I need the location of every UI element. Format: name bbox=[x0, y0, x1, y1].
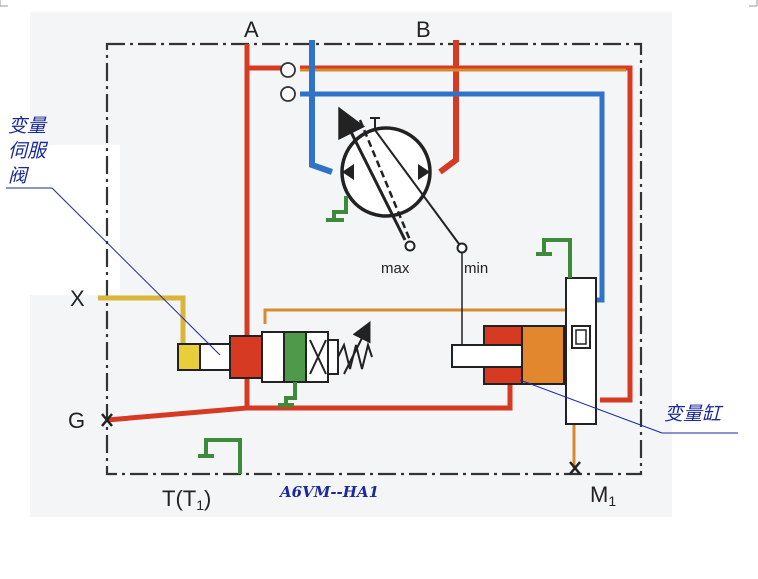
cylinder-drain-green bbox=[542, 238, 572, 278]
servo-valve-cross bbox=[309, 339, 327, 375]
servo-valve-spool-b bbox=[283, 331, 307, 383]
port-m1-label: M1 bbox=[590, 482, 616, 509]
spring-adjust-arrow bbox=[343, 321, 371, 375]
servo-valve-body-left bbox=[199, 343, 231, 371]
lever-pivot-max bbox=[404, 240, 416, 252]
servo-valve-body-red bbox=[229, 335, 263, 379]
lever-pivot-min bbox=[456, 242, 468, 254]
cylinder-piston bbox=[521, 325, 565, 385]
variable-displacement-arrow bbox=[338, 106, 407, 241]
port-t-main: T(T bbox=[162, 486, 196, 511]
motor-drain-t-symbol bbox=[370, 117, 380, 130]
cylinder-label: 变量缸 bbox=[664, 403, 724, 425]
cylinder-end-block bbox=[565, 277, 597, 425]
servo-valve-label-line1: 变量 bbox=[8, 115, 48, 137]
servo-spring bbox=[337, 341, 373, 370]
servo-valve-spool-a bbox=[261, 331, 285, 383]
port-t-subscript: 1 bbox=[196, 497, 204, 513]
servo-drain-green bbox=[284, 382, 297, 406]
cylinder-rod bbox=[451, 344, 523, 368]
swashplate-dashed-link bbox=[358, 119, 414, 246]
min-label: min bbox=[464, 260, 488, 277]
motor-arrow-left bbox=[342, 164, 354, 180]
port-m-subscript: 1 bbox=[608, 493, 616, 509]
port-t-close: ) bbox=[204, 486, 211, 511]
corner-mark-right bbox=[749, 0, 758, 7]
corner-mark-left bbox=[0, 0, 8, 7]
red-pressure-line-b bbox=[438, 40, 459, 175]
cylinder-leader bbox=[519, 379, 663, 434]
port-t-label: T(T1) bbox=[162, 486, 211, 513]
servo-valve-label-line3: 阀 bbox=[8, 165, 30, 187]
port-x-label: X bbox=[70, 286, 85, 311]
check-valve-2 bbox=[280, 86, 296, 102]
port-m-main: M bbox=[590, 482, 608, 507]
port-m1-cross-icon bbox=[569, 461, 581, 475]
check-valve-1 bbox=[280, 62, 296, 78]
port-g-cross-icon bbox=[101, 413, 113, 427]
cylinder-check-valve-inner bbox=[575, 329, 587, 345]
max-label: max bbox=[381, 260, 410, 277]
white-mask bbox=[30, 145, 120, 295]
servo-pilot-piston bbox=[177, 343, 201, 371]
servo-valve-end bbox=[327, 339, 339, 375]
servo-valve-leader bbox=[51, 187, 221, 356]
component-boundary bbox=[105, 42, 643, 476]
red-pressure-line-right bbox=[300, 65, 633, 403]
tank-t-green bbox=[204, 438, 242, 474]
port-a-label: A bbox=[244, 17, 259, 42]
lever-arm bbox=[374, 129, 463, 249]
motor-drain-green bbox=[332, 196, 348, 222]
figure-background bbox=[30, 12, 672, 517]
model-label: A6VM--HA1 bbox=[278, 483, 379, 501]
blue-return-line-a bbox=[309, 40, 333, 175]
servo-valve-label-line2: 伺服 bbox=[8, 140, 49, 162]
port-g-label: G bbox=[68, 408, 85, 433]
motor-arrow-right bbox=[418, 164, 430, 180]
port-b-label: B bbox=[416, 17, 431, 42]
blue-return-line-right bbox=[300, 91, 605, 303]
yellow-pilot-line bbox=[98, 295, 186, 345]
